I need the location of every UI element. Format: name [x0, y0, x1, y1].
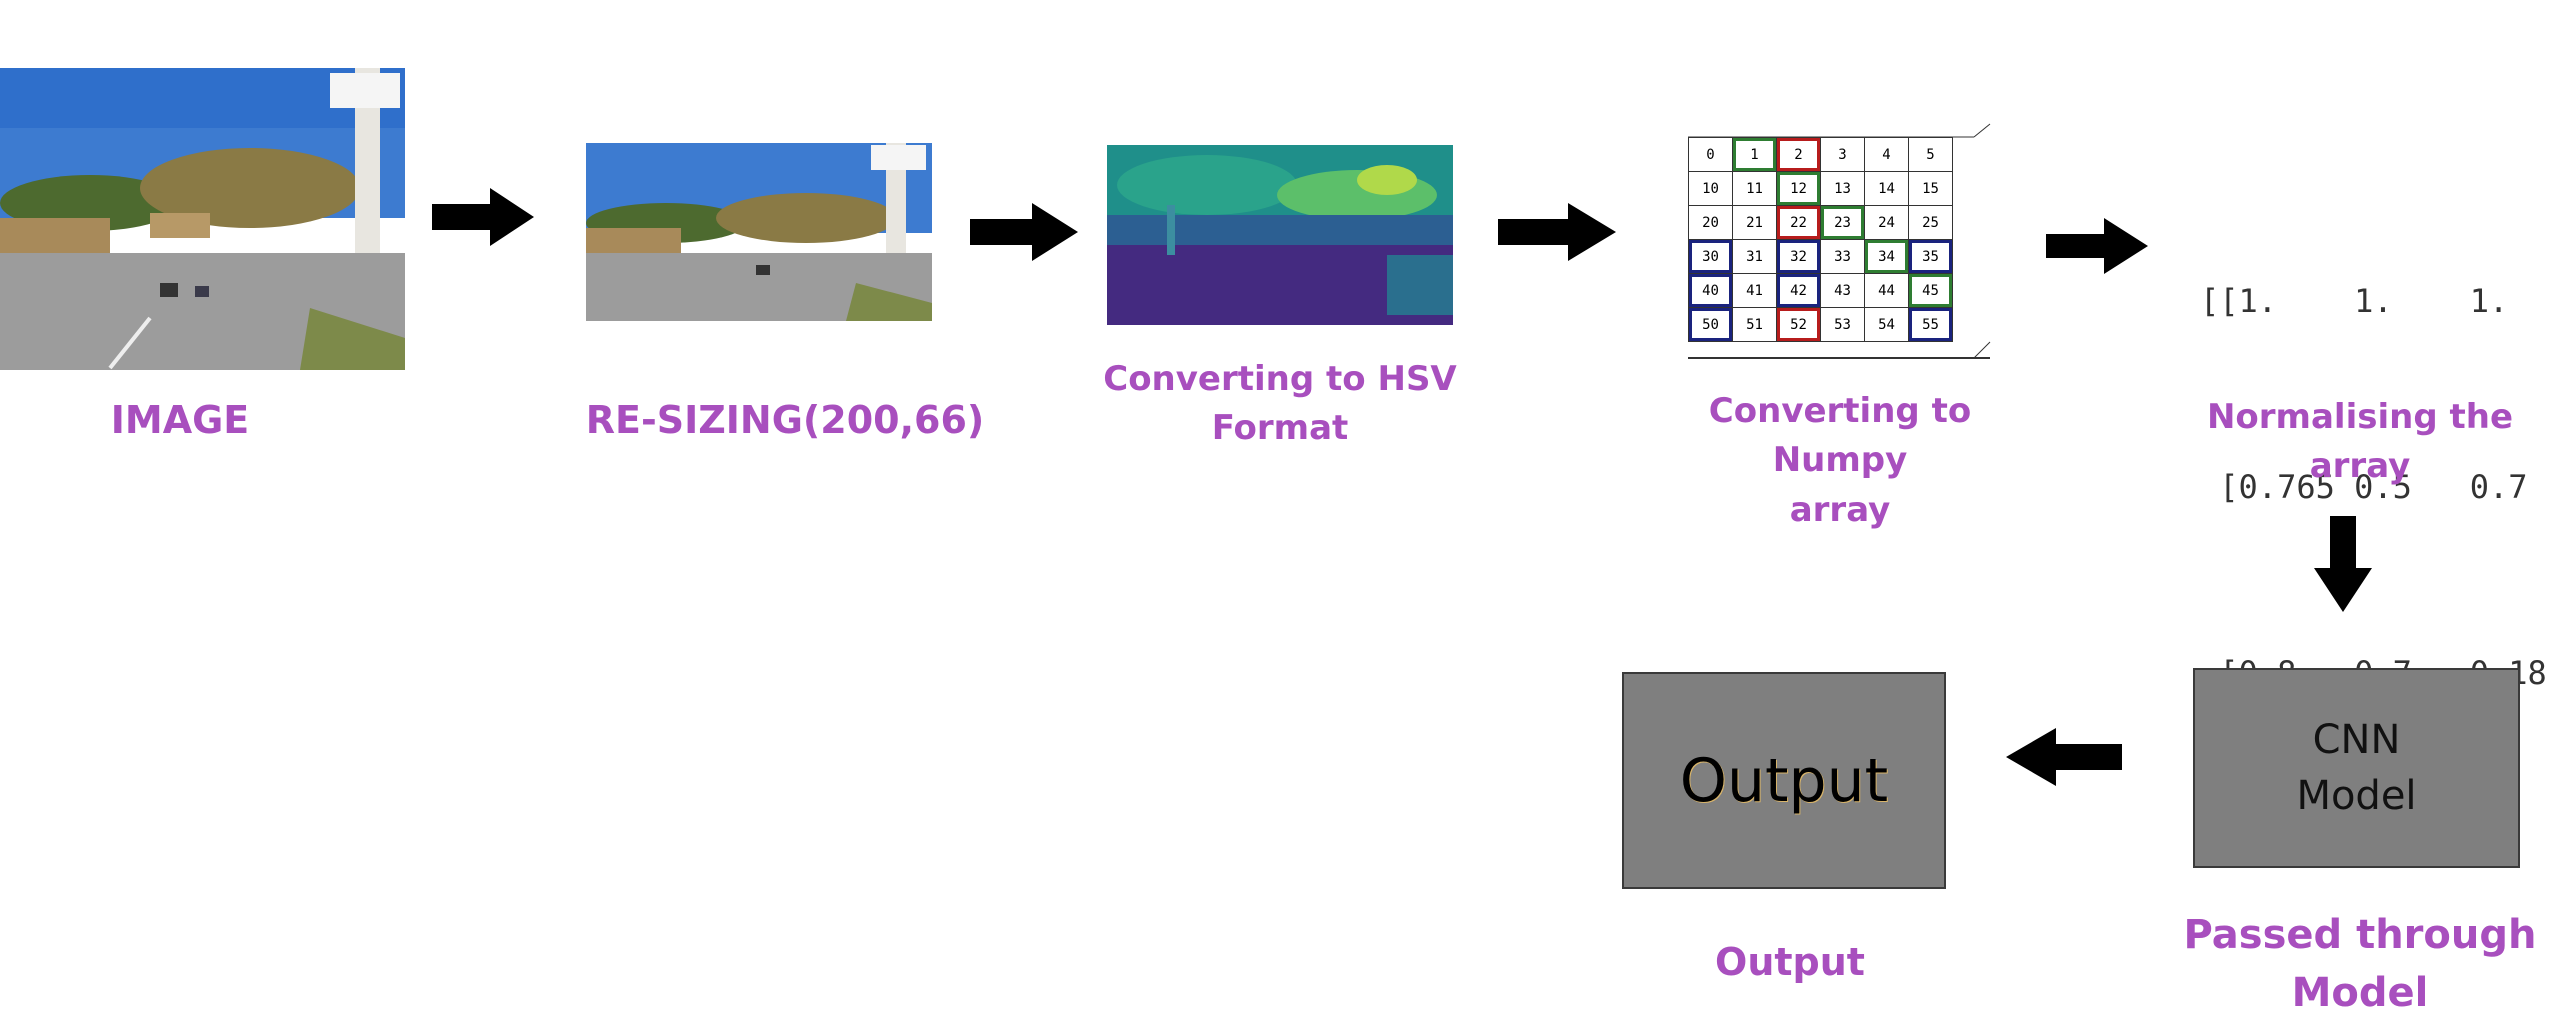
- grid-cell: 55: [1908, 307, 1953, 342]
- resized-road-image: [586, 143, 932, 321]
- grid-cell: 1: [1732, 137, 1777, 172]
- grid-cell: 0: [1688, 137, 1733, 172]
- down-arrow-icon: [2314, 516, 2372, 612]
- grid-cell: 51: [1732, 307, 1777, 342]
- grid-cell: 24: [1864, 205, 1909, 240]
- grid-cell: 35: [1908, 239, 1953, 274]
- grid-cell: 30: [1688, 239, 1733, 274]
- resize-step-label: RE-SIZING(200,66): [585, 398, 985, 442]
- hsv-step-label: Converting to HSV Format: [1103, 359, 1457, 449]
- grid-cell: 45: [1908, 273, 1953, 308]
- cnn-model-box: CNN Model: [2193, 668, 2520, 868]
- model-step-label: Passed through Model: [2183, 912, 2537, 1016]
- normalise-step-label: Normalising the array: [2206, 397, 2514, 487]
- grid-cell: 12: [1776, 171, 1821, 206]
- grid-perspective-lines: [1688, 123, 1991, 359]
- grid-cell: 43: [1820, 273, 1865, 308]
- matrix-row: [[1. 1. 1. ]: [2200, 282, 2560, 320]
- numpy-step-label: Converting to Numpy array: [1708, 391, 1972, 530]
- right-arrow-icon: [2046, 218, 2148, 274]
- grid-cell: 41: [1732, 273, 1777, 308]
- grid-cell: 23: [1820, 205, 1865, 240]
- grid-cell: 11: [1732, 171, 1777, 206]
- grid-cell: 2: [1776, 137, 1821, 172]
- hsv-image: [1107, 145, 1453, 325]
- image-step-label: IMAGE: [110, 398, 250, 442]
- right-arrow-icon: [432, 188, 534, 246]
- right-arrow-icon: [1498, 203, 1616, 261]
- output-box: Output: [1622, 672, 1946, 889]
- grid-cell: 54: [1864, 307, 1909, 342]
- matrix-row: [0.765 0.5 0.7 ]: [2200, 468, 2560, 506]
- grid-cell: 33: [1820, 239, 1865, 274]
- grid-cell: 34: [1864, 239, 1909, 274]
- grid-cell: 13: [1820, 171, 1865, 206]
- grid-cell: 10: [1688, 171, 1733, 206]
- output-step-label: Output: [1715, 940, 1865, 984]
- left-arrow-icon: [2006, 728, 2122, 786]
- original-road-image: [0, 68, 405, 370]
- right-arrow-icon: [970, 203, 1078, 261]
- grid-cell: 20: [1688, 205, 1733, 240]
- grid-cell: 53: [1820, 307, 1865, 342]
- grid-cell: 5: [1908, 137, 1953, 172]
- grid-cell: 50: [1688, 307, 1733, 342]
